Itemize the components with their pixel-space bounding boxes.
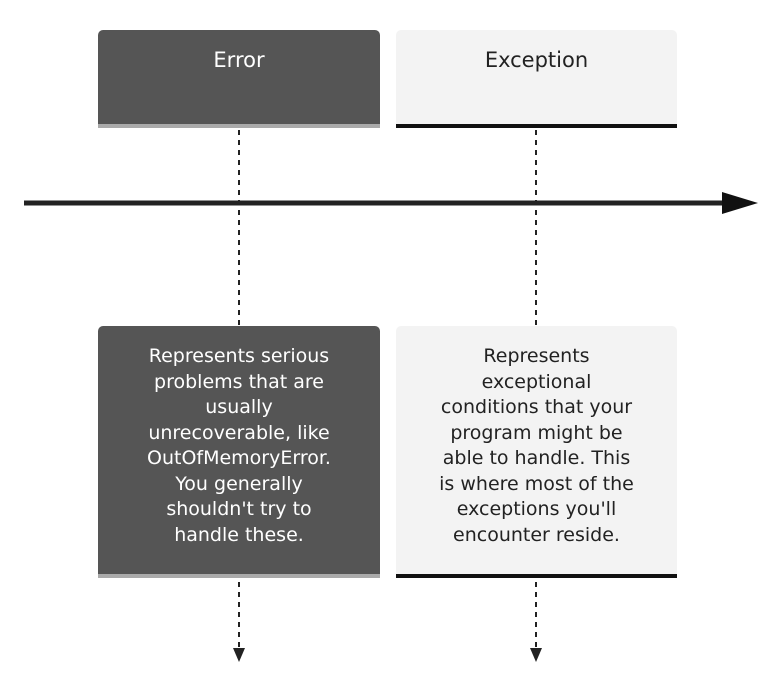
error-header: Error [98,30,380,128]
exception-description-card: Represents exceptional conditions that y… [396,326,677,578]
error-description-card: Represents serious problems that are usu… [98,326,380,578]
exception-header: Exception [396,30,677,128]
error-title: Error [213,48,265,72]
error-lifeline-arrowhead [233,648,245,662]
error-description: Represents serious problems that are usu… [147,345,331,546]
exception-description: Represents exceptional conditions that y… [439,345,634,546]
exception-title: Exception [484,48,589,72]
horizontal-axis-arrowhead [722,192,758,214]
exception-lifeline-arrowhead [530,648,542,662]
